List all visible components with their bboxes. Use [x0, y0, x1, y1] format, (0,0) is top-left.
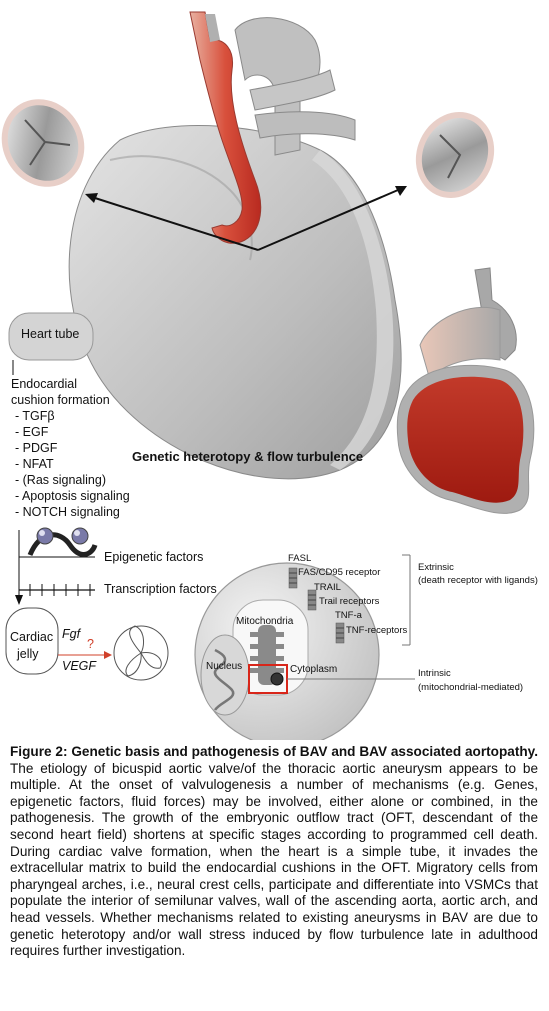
bicuspid-valve-right — [415, 112, 495, 198]
fas-cd95-label: FAS/CD95 receptor — [298, 567, 381, 578]
trail-label: TRAIL — [314, 582, 341, 593]
mitochondria-cristae — [250, 625, 284, 685]
cardiac-jelly-node — [5, 607, 169, 681]
question-mark: ? — [87, 637, 94, 651]
transcription-label: Transcription factors — [104, 582, 217, 596]
signaling-item: - PDGF — [15, 441, 58, 455]
fgf-label: Fgf — [62, 627, 81, 641]
jelly-label: jelly — [17, 647, 39, 661]
heart-tube-label: Heart tube — [21, 327, 80, 341]
trail-receptors-label: Trail receptors — [319, 596, 380, 607]
extrinsic-label: Extrinsic — [418, 562, 454, 573]
mitochondria-label: Mitochondria — [236, 616, 294, 627]
flow-diagram-lines — [15, 527, 98, 605]
signaling-item: - TGFβ — [15, 409, 55, 423]
figure-illustration — [1, 11, 535, 740]
intrinsic-label: Intrinsic — [418, 668, 451, 679]
cardiac-label: Cardiac — [10, 630, 54, 644]
cell-illustration — [194, 554, 415, 740]
endocardial-label-2: cushion formation — [11, 393, 110, 407]
tnf-a-label: TNF-a — [335, 610, 362, 621]
intrinsic-subtitle: (mitochondrial-mediated) — [418, 682, 524, 693]
heart-illustration — [68, 11, 407, 480]
cytoplasm-label: Cytoplasm — [290, 664, 338, 675]
extrinsic-subtitle: (death receptor with ligands) — [418, 575, 538, 586]
figure-caption: Figure 2: Genetic basis and pathogenesis… — [10, 744, 538, 960]
genetic-heterotopy-label: Genetic heterotopy & flow turbulence — [132, 449, 364, 464]
signaling-item: - NFAT — [15, 457, 54, 471]
signaling-item: - NOTCH signaling — [15, 505, 120, 519]
signaling-item: - (Ras signaling) — [15, 473, 107, 487]
caption-body: The etiology of bicuspid aortic valve/of… — [10, 760, 538, 959]
vegf-label: VEGF — [62, 659, 97, 673]
signaling-item: - Apoptosis signaling — [15, 489, 130, 503]
tricuspid-valve-left — [1, 99, 85, 187]
epigenetic-label: Epigenetic factors — [104, 550, 204, 564]
caption-lead: Figure 2: Genetic basis and pathogenesis… — [10, 744, 538, 759]
nucleus-label: Nucleus — [206, 661, 243, 672]
fasl-label: FASL — [288, 553, 312, 564]
heart-tube-node — [8, 312, 94, 375]
tnf-receptors-label: TNF-receptors — [346, 625, 408, 636]
endocardial-label-1: Endocardial — [11, 377, 78, 391]
signaling-item: - EGF — [15, 425, 49, 439]
aortic-aneurysm-illustration — [396, 267, 535, 514]
